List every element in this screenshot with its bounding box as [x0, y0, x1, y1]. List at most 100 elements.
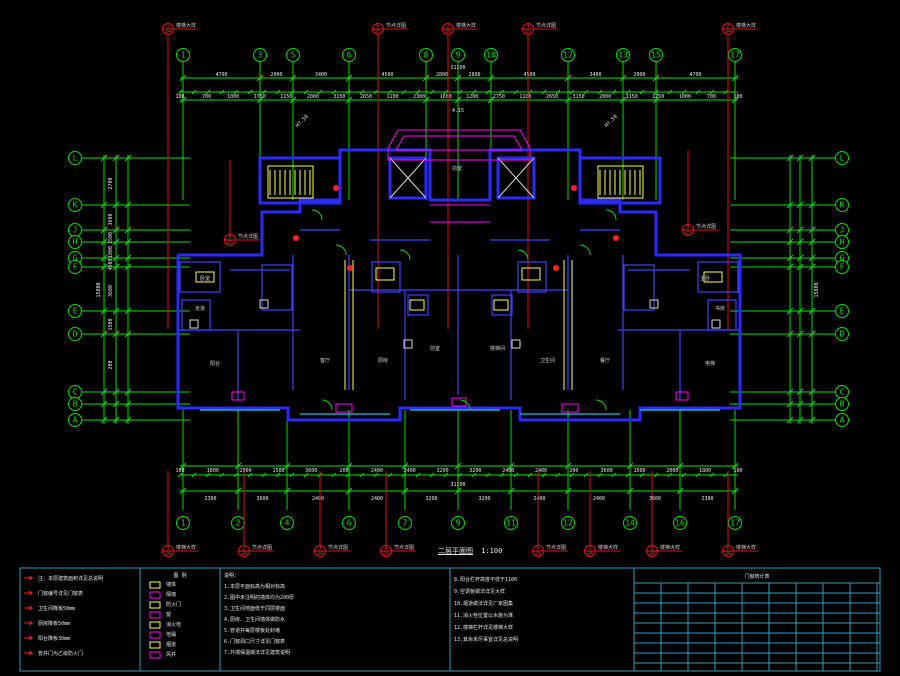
dim-top-detail: 1750 [254, 94, 266, 100]
dim-tick [124, 388, 132, 396]
dim-tick [667, 472, 673, 478]
axis-bubble-top: 8 [419, 48, 433, 62]
axis-bubble-right: L [835, 151, 849, 165]
dim-tick [786, 226, 794, 234]
fire-hydrant-symbol [553, 265, 559, 271]
axis-bubble-label: 6 [347, 519, 352, 528]
dim-top-detail: 2750 [493, 94, 505, 100]
axis-bubble-right: C [835, 385, 849, 399]
dim-tick [564, 96, 572, 104]
legend-item: 地漏 [166, 631, 176, 638]
axis-bubble-label: F [840, 263, 845, 272]
dim-tick [124, 201, 132, 209]
dim-top-chain: 4500 [523, 72, 535, 78]
callout-number: 4 [526, 23, 529, 29]
axis-bubble-circle [616, 48, 630, 62]
callout-label: 楼梯大样 [660, 544, 680, 551]
fire-hydrant-symbol [293, 235, 299, 241]
axis-bubble-label: 15 [651, 51, 661, 60]
dim-tick [808, 201, 816, 209]
axis-bubble-label: 3 [258, 51, 263, 60]
legend-swatch [149, 601, 161, 609]
door-swing [399, 249, 411, 261]
dim-tick [723, 472, 729, 478]
callout-label: 节点详图 [696, 223, 716, 230]
room-label: 卧室 [200, 275, 210, 282]
dim-bottom-chain: 2400 [593, 496, 605, 502]
dim-tick [283, 487, 291, 495]
dim-tick [177, 89, 183, 95]
legend-item: 隔墙 [166, 591, 176, 598]
dim-tick [626, 462, 634, 470]
dim-tick [100, 388, 108, 396]
callout-number: 1 [166, 23, 169, 29]
callout-sheet: 24 [165, 29, 171, 35]
dim-tick [454, 462, 462, 470]
dim-tick [112, 416, 120, 424]
callout-sheet: 24 [165, 551, 171, 557]
dim-tick [100, 238, 108, 246]
axis-bubble-circle [835, 304, 849, 318]
axis-bubble-circle [835, 260, 849, 274]
axis-bubble-left: B [68, 397, 82, 411]
callout-sheet: 24 [725, 29, 731, 35]
callout-number: 2 [242, 545, 245, 551]
room-label: 阳台 [210, 360, 220, 367]
axis-bubble-circle [398, 516, 412, 530]
axis-bubble-label: D [73, 330, 78, 339]
dim-tick [786, 238, 794, 246]
room-label: 主卧 [700, 275, 710, 282]
general-note: 3.卫生间地面低于同层楼面 [224, 605, 285, 612]
notes-title: 说明： [224, 572, 239, 579]
dim-top-detail: 2000 [599, 94, 611, 100]
callout-sheet: 24 [649, 551, 655, 557]
axis-bubble-right: B [835, 397, 849, 411]
balcony-drain [335, 403, 353, 413]
dim-tick [681, 472, 687, 478]
dim-tick [786, 201, 794, 209]
dim-tick [275, 472, 281, 478]
dim-tick [564, 74, 572, 82]
axis-bubble-top: 17 [728, 48, 742, 62]
axis-bubble-circle [835, 151, 849, 165]
callout-number: 6 [536, 545, 539, 551]
dim-tick [808, 154, 816, 162]
axis-bubble-circle [835, 397, 849, 411]
door-swing [517, 249, 529, 261]
dim-tick [653, 472, 659, 478]
dim-tick [652, 96, 660, 104]
door-swing [321, 399, 333, 411]
axis-bubble-label: 14 [625, 519, 635, 528]
axis-bubble-circle [673, 516, 687, 530]
dim-tick [564, 462, 572, 470]
note-arrow-icon [24, 605, 34, 611]
callout-label: 节点详图 [536, 22, 556, 29]
dim-tick [429, 89, 435, 95]
dim-top-detail: 1750 [652, 94, 664, 100]
dim-tick [124, 238, 132, 246]
dim-top-detail: 1150 [280, 94, 292, 100]
dim-bottom-detail: 1500 [634, 468, 646, 474]
sanitary-fixture [511, 339, 521, 349]
dim-tick [808, 416, 816, 424]
dim-tick [233, 89, 239, 95]
dim-tick [415, 472, 421, 478]
axis-bubble-circle [68, 151, 82, 165]
dim-tick [457, 89, 463, 95]
dim-tick [723, 89, 729, 95]
axis-bubble-label: 17 [730, 519, 740, 528]
note-arrow-icon [24, 620, 34, 626]
general-note: 7.外墙保温做法详见建筑说明 [224, 649, 290, 656]
general-note: 1.本层平面标高为相对标高 [224, 583, 285, 590]
dim-bottom-detail: 100 [175, 468, 184, 474]
dim-bottom-chain: 2300 [204, 496, 216, 502]
dim-tick [112, 238, 120, 246]
dim-tick [625, 472, 631, 478]
axis-bubble-bottom: 2 [231, 516, 245, 530]
